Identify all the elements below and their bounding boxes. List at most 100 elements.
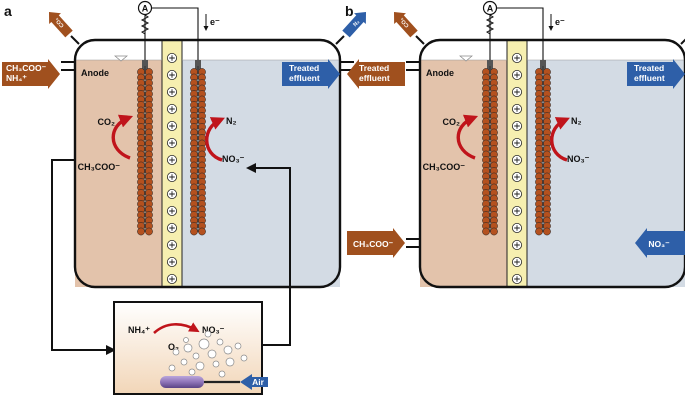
co2-vent: CO₂ bbox=[394, 11, 418, 38]
anode-label: Anode bbox=[81, 68, 109, 78]
cathode-bottom bbox=[182, 60, 340, 287]
membrane-plus-icon bbox=[514, 106, 520, 112]
anode-vent-pipe bbox=[70, 35, 80, 45]
membrane-plus-icon bbox=[169, 123, 175, 129]
n2-vent: N₂ bbox=[342, 11, 367, 38]
resistor-icon bbox=[485, 14, 495, 35]
acetate-inlet-arrow bbox=[347, 228, 405, 258]
anode-to-tank-line bbox=[51, 159, 116, 355]
anode-product-label: CO₂ bbox=[98, 117, 116, 127]
cathode-electrode-bead bbox=[198, 227, 206, 236]
anode-reaction-arrow bbox=[456, 114, 479, 160]
co2-vent-shape bbox=[394, 11, 418, 38]
anode-electrode bbox=[482, 60, 498, 236]
air-bubble bbox=[180, 358, 188, 366]
air-bubble bbox=[172, 348, 180, 356]
air-bubble bbox=[195, 361, 205, 371]
membrane-plus-icon bbox=[169, 259, 175, 265]
membrane-plus-icon bbox=[169, 106, 175, 112]
membrane-plus-icon bbox=[514, 242, 520, 248]
membrane-plus-icon bbox=[514, 276, 520, 282]
co2-vent: CO₂ bbox=[49, 11, 73, 38]
membrane-plus-icon bbox=[169, 225, 175, 231]
air-bubble bbox=[225, 357, 235, 367]
water-level-marker bbox=[114, 55, 128, 62]
anode-effluent-label-line: Treated bbox=[359, 63, 389, 73]
panel-b: bCO₂N₂AnodeCathodeAe⁻CO₂CH₃COO⁻N₂NO₃⁻Tre… bbox=[345, 0, 685, 289]
cathode-effluent-label-line: effluent bbox=[634, 73, 665, 83]
resistor-icon bbox=[140, 14, 150, 35]
air-diffuser bbox=[160, 376, 204, 388]
air-bubble bbox=[212, 360, 220, 368]
air-bubble bbox=[188, 368, 196, 376]
anode-inlet-port bbox=[406, 238, 420, 248]
reactor-vessel bbox=[73, 38, 342, 289]
air-inlet-arrow bbox=[240, 374, 268, 390]
influent-label-line: NH₄⁺ bbox=[6, 73, 27, 83]
anode-electrode-bead bbox=[490, 227, 498, 236]
water-level-marker bbox=[459, 55, 473, 62]
membrane-plus-icon bbox=[514, 157, 520, 163]
membrane-plus-icon bbox=[169, 140, 175, 146]
anode-port bbox=[61, 61, 75, 71]
membrane-plus-icon bbox=[169, 157, 175, 163]
panel-a: aCO₂N₂AnodeCathodeAe⁻CO₂CH₃COO⁻N₂NO₃⁻CH₃… bbox=[2, 0, 367, 355]
air-bubble bbox=[240, 354, 248, 362]
membrane-plus-icon bbox=[514, 89, 520, 95]
anode-port bbox=[406, 61, 420, 71]
electron-label: e⁻ bbox=[555, 17, 565, 27]
ammeter-label: A bbox=[487, 4, 494, 14]
air-bubble bbox=[234, 342, 242, 350]
air-bubble bbox=[168, 364, 176, 372]
anode-effluent-arrow bbox=[347, 59, 405, 89]
air-bubble bbox=[198, 338, 210, 350]
anode-label: Anode bbox=[426, 68, 454, 78]
anode-electrode-bead bbox=[137, 227, 145, 236]
cathode-wire bbox=[151, 7, 199, 60]
cathode-product-label: N₂ bbox=[226, 116, 237, 126]
anode-electrode bbox=[137, 60, 153, 236]
tank-product-label: NO₃⁻ bbox=[202, 325, 225, 335]
cathode-electrode bbox=[535, 60, 551, 236]
membrane-plus-icon bbox=[514, 55, 520, 61]
anode-product-label: CO₂ bbox=[443, 117, 461, 127]
cathode-vent-pipe bbox=[680, 38, 685, 45]
nitrification-arrow bbox=[153, 322, 200, 334]
anode-electrode-bead bbox=[482, 227, 490, 236]
membrane-plus-icon bbox=[514, 208, 520, 214]
cathode-effluent-label-line: Treated bbox=[634, 63, 664, 73]
air-bubble bbox=[183, 343, 193, 353]
reactor-vessel bbox=[418, 38, 685, 289]
influent-label-line: CH₃COO⁻ bbox=[6, 63, 47, 73]
cathode-wire bbox=[496, 7, 544, 60]
acetate-inlet-label: CH₃COO⁻ bbox=[353, 239, 394, 249]
panel-label-b: b bbox=[345, 3, 354, 19]
membrane-plus-icon bbox=[514, 259, 520, 265]
anode-electrode-rod bbox=[487, 60, 493, 70]
membrane-plus-icon bbox=[169, 242, 175, 248]
cathode-vent-pipe bbox=[335, 35, 345, 45]
membrane-plus-icon bbox=[169, 174, 175, 180]
membrane-plus-icon bbox=[514, 191, 520, 197]
n2-vent-arrow bbox=[342, 11, 367, 38]
air-bubble bbox=[216, 338, 224, 346]
anode-reactant-label: CH₃COO⁻ bbox=[423, 162, 466, 172]
air-bubble bbox=[207, 349, 217, 359]
cathode-electrode bbox=[190, 60, 206, 236]
nitrate-inlet-label: NO₃⁻ bbox=[648, 239, 670, 249]
cathode-reaction-arrow bbox=[205, 117, 225, 162]
air-bubble bbox=[183, 337, 189, 343]
cathode-product-label: N₂ bbox=[571, 116, 582, 126]
cathode-reactant-label: NO₃⁻ bbox=[567, 154, 590, 164]
air-bubble bbox=[192, 352, 200, 360]
n2-vent-label: N₂ bbox=[352, 19, 361, 28]
membrane-plus-icon bbox=[514, 225, 520, 231]
membrane-plus-icon bbox=[514, 72, 520, 78]
tank-reactant-label: NH₄⁺ bbox=[128, 325, 150, 335]
cathode-electrode-rod bbox=[540, 60, 546, 70]
air-bubble bbox=[223, 345, 233, 355]
air-label: Air bbox=[252, 377, 265, 387]
cathode-effluent-arrow bbox=[627, 59, 685, 89]
influent-label: CH₃COO⁻NH₄⁺ bbox=[6, 63, 47, 83]
